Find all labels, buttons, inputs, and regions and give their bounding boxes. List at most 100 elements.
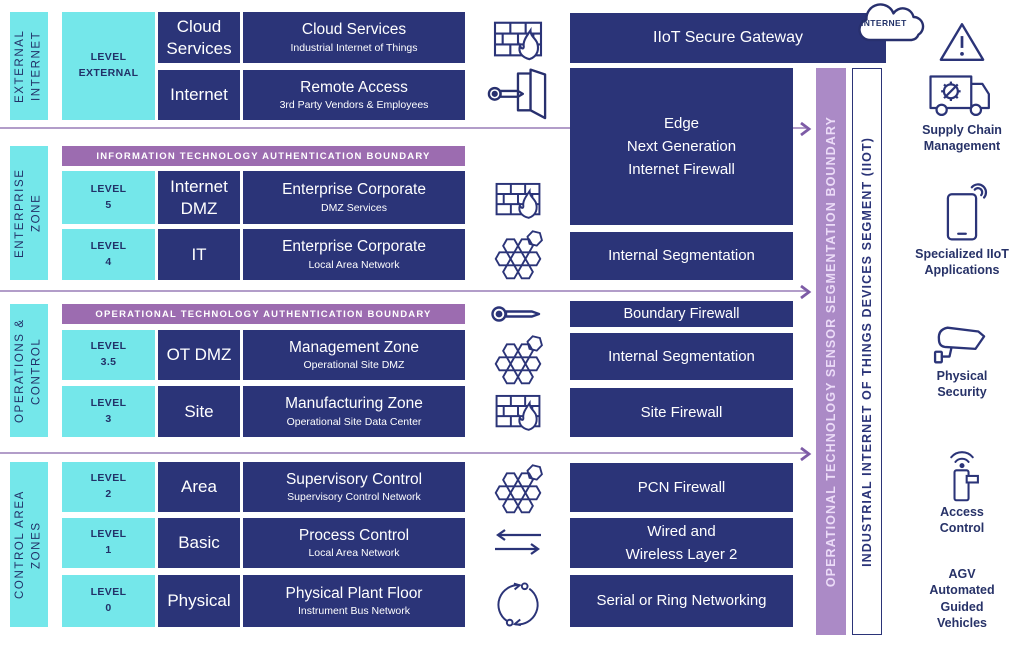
segment-name-basic: Basic xyxy=(158,518,240,568)
segment-desc-remote-access: Remote Access 3rd Party Vendors & Employ… xyxy=(243,70,465,120)
segment-name-ot-dmz: OT DMZ xyxy=(158,330,240,380)
key-icon xyxy=(491,306,541,322)
zone-divider-line xyxy=(0,127,806,129)
agv-text: AGV Automated Guided Vehicles xyxy=(929,567,995,630)
firewall-icon xyxy=(495,182,541,219)
segment-subtitle: Industrial Internet of Things xyxy=(290,41,418,54)
level-box-0: LEVEL 0 xyxy=(62,575,155,627)
segment-desc-cloud-services: Cloud Services Industrial Internet of Th… xyxy=(243,12,465,63)
segment-desc-supervisory: Supervisory Control Supervisory Control … xyxy=(243,462,465,512)
level-word: LEVEL xyxy=(90,51,127,64)
internet-cloud-icon xyxy=(858,3,925,42)
level-word: LEVEL xyxy=(90,182,127,195)
segment-title: Process Control xyxy=(298,526,410,544)
bidirectional-arrows-icon xyxy=(495,529,541,555)
ring-network-icon xyxy=(497,582,539,627)
zone-strip-enterprise: ENTERPRISE ZONE xyxy=(10,146,48,280)
segment-subtitle: Supervisory Control Network xyxy=(287,491,421,504)
zone-label: EXTERNAL INTERNET xyxy=(14,29,43,103)
arrow-right-icon xyxy=(800,284,812,300)
segment-title: Management Zone xyxy=(288,338,420,356)
supply-chain-truck-icon xyxy=(929,75,990,117)
segmentation-honeycomb-icon xyxy=(494,464,543,514)
ot-sensor-segmentation-label: OPERATIONAL TECHNOLOGY SENSOR SEGMENTATI… xyxy=(824,115,838,588)
access-control-text: Access Control xyxy=(939,505,985,536)
level-word: LEVEL xyxy=(90,239,127,252)
segment-title: Cloud Services xyxy=(301,21,407,39)
level-box-4: LEVEL 4 xyxy=(62,229,155,280)
segment-name-site: Site xyxy=(158,386,240,437)
banner-label: INFORMATION TECHNOLOGY AUTHENTICATION BO… xyxy=(96,150,431,162)
internet-cloud-label: INTERNET xyxy=(861,18,907,28)
site-firewall-box: Site Firewall xyxy=(570,388,793,437)
level-box-5: LEVEL 5 xyxy=(62,171,155,224)
wired-wireless-box: Wired and Wireless Layer 2 xyxy=(570,518,793,568)
supply-chain-text: Supply Chain Management xyxy=(922,123,1002,154)
segment-desc-manufacturing-zone: Manufacturing Zone Operational Site Data… xyxy=(243,386,465,437)
door-key-icon xyxy=(487,68,547,120)
specialized-apps-label: Specialized IIoT Applications xyxy=(898,246,1024,279)
segment-name-internet: Internet xyxy=(158,70,240,120)
segmentation-honeycomb-icon xyxy=(494,230,543,280)
level-value: 4 xyxy=(105,255,112,268)
segment-subtitle: Instrument Bus Network xyxy=(297,605,411,618)
edge-firewall-label: Edge Next Generation Internet Firewall xyxy=(626,114,737,179)
pcn-firewall-box: PCN Firewall xyxy=(570,463,793,512)
boundary-firewall-label: Boundary Firewall xyxy=(623,306,740,322)
segment-name-label: Physical xyxy=(167,591,231,611)
internal-segmentation-label: Internal Segmentation xyxy=(608,347,755,365)
segment-subtitle: Operational Site DMZ xyxy=(303,359,405,372)
zone-strip-external: EXTERNAL INTERNET xyxy=(10,12,48,120)
iiot-devices-segment-label: INDUSTRIAL INTERNET OF THINGS DEVICES SE… xyxy=(860,136,874,567)
wired-wireless-label: Wired and Wireless Layer 2 xyxy=(625,522,738,563)
segment-name-label: IT xyxy=(191,244,207,264)
level-box-external: LEVEL EXTERNAL xyxy=(62,12,155,120)
segment-desc-enterprise-lan: Enterprise Corporate Local Area Network xyxy=(243,229,465,280)
boundary-firewall-box: Boundary Firewall xyxy=(570,301,793,327)
segment-name-physical: Physical xyxy=(158,575,240,627)
access-control-label: Access Control xyxy=(898,504,1024,537)
segment-desc-plant-floor: Physical Plant Floor Instrument Bus Netw… xyxy=(243,575,465,627)
segment-subtitle: Operational Site Data Center xyxy=(286,415,422,428)
zone-strip-control: CONTROL AREA ZONES xyxy=(10,462,48,627)
segment-name-label: OT DMZ xyxy=(166,345,232,365)
firewall-icon xyxy=(495,394,541,431)
level-word: LEVEL xyxy=(90,472,127,485)
segment-name-area: Area xyxy=(158,462,240,512)
serial-ring-label: Serial or Ring Networking xyxy=(596,592,767,610)
it-authentication-boundary-banner: INFORMATION TECHNOLOGY AUTHENTICATION BO… xyxy=(62,146,465,166)
zone-divider-line xyxy=(0,452,806,454)
segment-name-label: Internet DMZ xyxy=(170,177,228,218)
level-value: 3 xyxy=(105,412,112,425)
zone-label: CONTROL AREA ZONES xyxy=(14,490,43,599)
internal-segmentation-box: Internal Segmentation xyxy=(570,333,793,380)
level-box-2: LEVEL 2 xyxy=(62,462,155,512)
tablet-iiot-icon xyxy=(946,183,988,241)
segment-subtitle: Local Area Network xyxy=(308,258,400,271)
segment-title: Physical Plant Floor xyxy=(285,584,423,602)
segment-subtitle: 3rd Party Vendors & Employees xyxy=(279,99,429,112)
zone-label: OPERATIONS & CONTROL xyxy=(14,318,43,423)
specialized-apps-text: Specialized IIoT Applications xyxy=(915,247,1009,278)
iiot-devices-segment-bar: INDUSTRIAL INTERNET OF THINGS DEVICES SE… xyxy=(852,68,882,635)
edge-firewall-box: Edge Next Generation Internet Firewall xyxy=(570,68,793,225)
firewall-icon xyxy=(493,21,543,61)
segment-name-label: Site xyxy=(184,401,214,421)
zone-strip-operations: OPERATIONS & CONTROL xyxy=(10,304,48,437)
zone-label: ENTERPRISE ZONE xyxy=(14,168,43,258)
level-value: 0 xyxy=(105,602,112,614)
segment-subtitle: Local Area Network xyxy=(308,547,400,560)
segment-title: Manufacturing Zone xyxy=(285,395,423,413)
segment-name-it: IT xyxy=(158,229,240,280)
ot-authentication-boundary-banner: OPERATIONAL TECHNOLOGY AUTHENTICATION BO… xyxy=(62,304,465,324)
level-value: 3.5 xyxy=(100,356,117,368)
banner-label: OPERATIONAL TECHNOLOGY AUTHENTICATION BO… xyxy=(95,308,432,320)
level-word: LEVEL xyxy=(90,586,127,599)
segment-name-label: Area xyxy=(181,477,217,497)
zone-divider-line xyxy=(0,290,806,292)
level-box-3: LEVEL 3 xyxy=(62,386,155,437)
segment-desc-enterprise-dmz: Enterprise Corporate DMZ Services xyxy=(243,171,465,224)
segment-name-internet-dmz: Internet DMZ xyxy=(158,171,240,224)
level-value: 2 xyxy=(105,488,112,500)
